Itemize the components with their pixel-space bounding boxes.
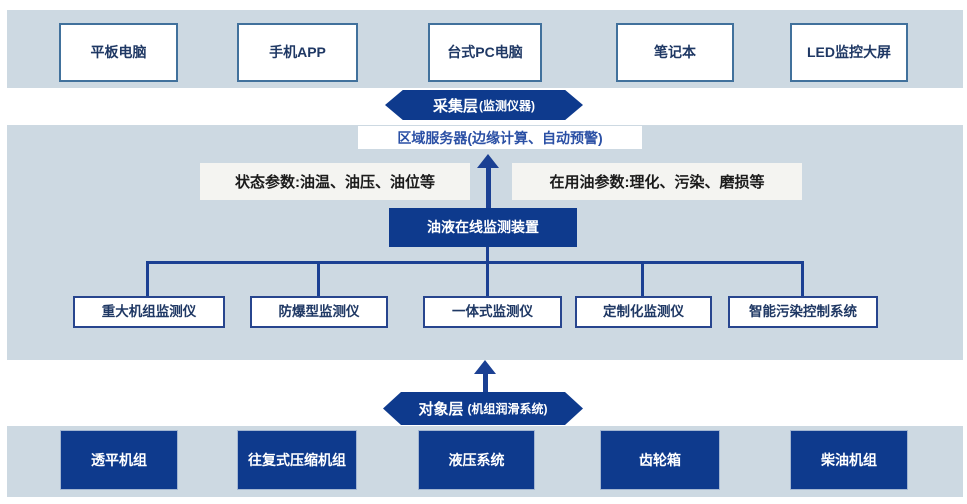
object-layer-banner: 对象层 (机组润滑系统) <box>383 392 583 425</box>
node-led-screen-label: LED监控大屏 <box>807 44 891 61</box>
collection-layer-banner: 采集层 (监测仪器) <box>385 90 583 120</box>
node-online-monitoring-device-label: 油液在线监测装置 <box>427 219 539 236</box>
connector-drop-4 <box>641 261 644 297</box>
node-explosionproof-monitor-label: 防爆型监测仪 <box>278 304 360 320</box>
node-mobile-app-label: 手机APP <box>269 44 326 61</box>
node-led-screen: LED监控大屏 <box>790 23 908 82</box>
arrow-shaft <box>485 168 491 208</box>
arrow-head <box>477 154 499 168</box>
node-turbine-unit-label: 透平机组 <box>91 451 147 468</box>
node-gearbox: 齿轮箱 <box>600 430 720 490</box>
node-integrated-monitor: 一体式监测仪 <box>423 296 562 328</box>
up-arrow-icon <box>477 154 499 208</box>
node-integrated-monitor-label: 一体式监测仪 <box>452 304 533 320</box>
collection-layer-subtitle: (监测仪器) <box>479 98 535 113</box>
oil-params-label: 在用油参数:理化、污染、磨损等 <box>512 163 802 200</box>
node-desktop-pc-label: 台式PC电脑 <box>447 44 523 61</box>
node-regional-server-label: 区域服务器(边缘计算、自动预警) <box>397 129 603 146</box>
arrow-shaft <box>482 374 488 392</box>
node-reciprocating-compressor-label: 往复式压缩机组 <box>248 451 346 468</box>
connector-device-stem <box>486 247 489 263</box>
node-customized-monitor-label: 定制化监测仪 <box>603 304 684 320</box>
node-explosionproof-monitor: 防爆型监测仪 <box>250 296 388 328</box>
oil-params-text: 在用油参数:理化、污染、磨损等 <box>549 174 765 191</box>
node-mobile-app: 手机APP <box>237 23 358 82</box>
node-tablet-label: 平板电脑 <box>90 44 147 61</box>
object-layer-subtitle: (机组润滑系统) <box>467 402 548 416</box>
node-laptop: 笔记本 <box>616 23 734 82</box>
node-gearbox-label: 齿轮箱 <box>639 451 681 468</box>
connector-drop-2 <box>317 261 320 297</box>
node-hydraulic-system-label: 液压系统 <box>448 451 505 468</box>
object-layer-title: 对象层 <box>418 401 464 418</box>
node-customized-monitor: 定制化监测仪 <box>575 296 712 328</box>
node-diesel-unit: 柴油机组 <box>790 430 908 490</box>
node-turbine-unit: 透平机组 <box>60 430 178 490</box>
node-hydraulic-system: 液压系统 <box>418 430 535 490</box>
node-diesel-unit-label: 柴油机组 <box>821 451 877 468</box>
node-online-monitoring-device: 油液在线监测装置 <box>389 208 577 247</box>
node-laptop-label: 笔记本 <box>654 44 696 61</box>
connector-horizontal-bus <box>146 261 804 264</box>
node-reciprocating-compressor: 往复式压缩机组 <box>237 430 357 490</box>
node-desktop-pc: 台式PC电脑 <box>428 23 542 82</box>
node-tablet: 平板电脑 <box>59 23 178 82</box>
state-params-text: 状态参数:油温、油压、油位等 <box>235 174 435 191</box>
connector-drop-1 <box>146 261 149 297</box>
connector-drop-5 <box>801 261 804 297</box>
node-smart-pollution-control: 智能污染控制系统 <box>728 296 878 328</box>
node-regional-server: 区域服务器(边缘计算、自动预警) <box>358 126 642 149</box>
collection-layer-title: 采集层 <box>432 97 478 115</box>
up-arrow-icon <box>474 360 496 392</box>
connector-drop-3 <box>486 261 489 297</box>
state-params-label: 状态参数:油温、油压、油位等 <box>200 163 470 200</box>
node-major-unit-monitor-label: 重大机组监测仪 <box>101 304 197 320</box>
arrow-head <box>474 360 496 374</box>
node-smart-pollution-control-label: 智能污染控制系统 <box>749 304 857 320</box>
node-major-unit-monitor: 重大机组监测仪 <box>73 296 225 328</box>
